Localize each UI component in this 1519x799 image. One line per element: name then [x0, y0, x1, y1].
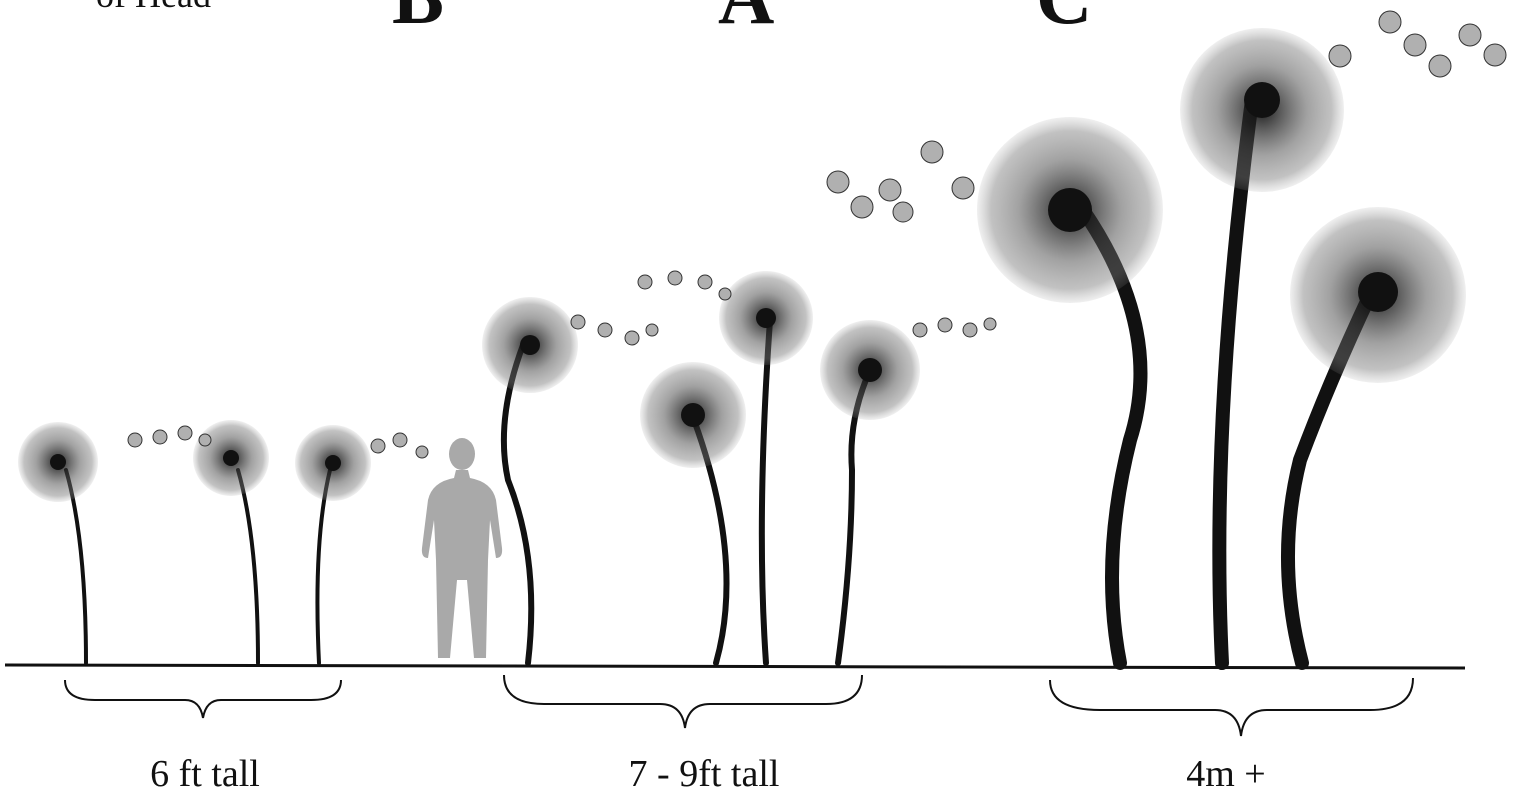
dandelion-heads	[18, 28, 1466, 502]
letter-b: B	[392, 0, 444, 42]
brace-group-1	[65, 680, 341, 718]
group-label-7-9ft: 7 - 9ft tall	[544, 752, 864, 796]
head-label: of Head	[96, 0, 211, 16]
seed-cluster-4	[638, 271, 731, 300]
seed-cluster-3	[571, 315, 658, 345]
brace-group-3	[1050, 678, 1413, 736]
group-label-6ft: 6 ft tall	[45, 752, 365, 796]
brace-group-2	[504, 675, 862, 728]
letter-a: A	[718, 0, 774, 42]
stem-2	[238, 470, 258, 663]
letter-c: C	[1036, 0, 1092, 42]
seed-cluster-2	[371, 433, 428, 458]
ground-line	[5, 665, 1465, 668]
stem-6	[762, 320, 770, 663]
seed-cluster-7	[1329, 11, 1506, 77]
seed-cluster-5	[913, 318, 996, 337]
seed-cluster-6	[827, 141, 974, 222]
human-silhouette-icon	[422, 438, 502, 658]
group-label-4m: 4m +	[1066, 752, 1386, 796]
